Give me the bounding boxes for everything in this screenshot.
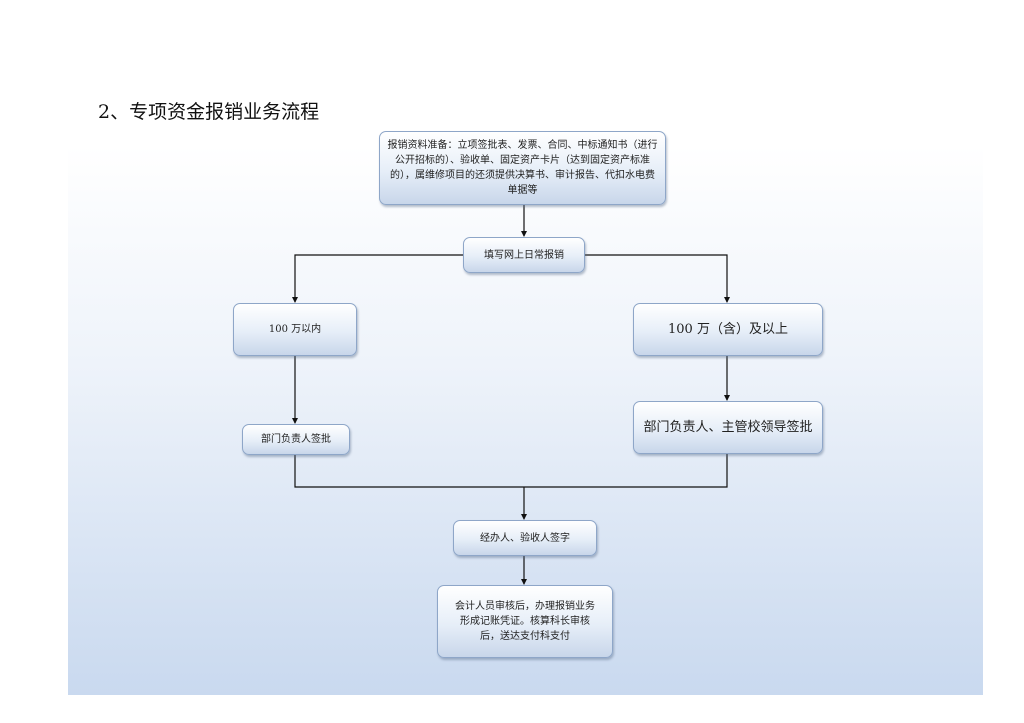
node-under-1m: 100 万以内 (233, 303, 357, 356)
arrow-to-under (294, 254, 463, 302)
node-accounting: 会计人员审核后，办理报销业务形成记账凭证。核算科长审核后，送达支付科支付 (437, 585, 613, 658)
node-dept-leader-sign: 部门负责人、主管校领导签批 (633, 401, 823, 454)
node-handler-sign: 经办人、验收人签字 (453, 520, 597, 556)
node-materials: 报销资料准备：立项签批表、发票、合同、中标通知书（进行公开招标的）、验收单、固定… (379, 131, 666, 205)
node-over-1m: 100 万（含）及以上 (633, 303, 823, 356)
node-online-reimbursement: 填写网上日常报销 (463, 237, 585, 273)
page-title: 2、专项资金报销业务流程 (98, 101, 320, 123)
node-dept-sign: 部门负责人签批 (242, 424, 350, 455)
arrow-to-over (585, 254, 728, 302)
merge-line (294, 454, 728, 488)
